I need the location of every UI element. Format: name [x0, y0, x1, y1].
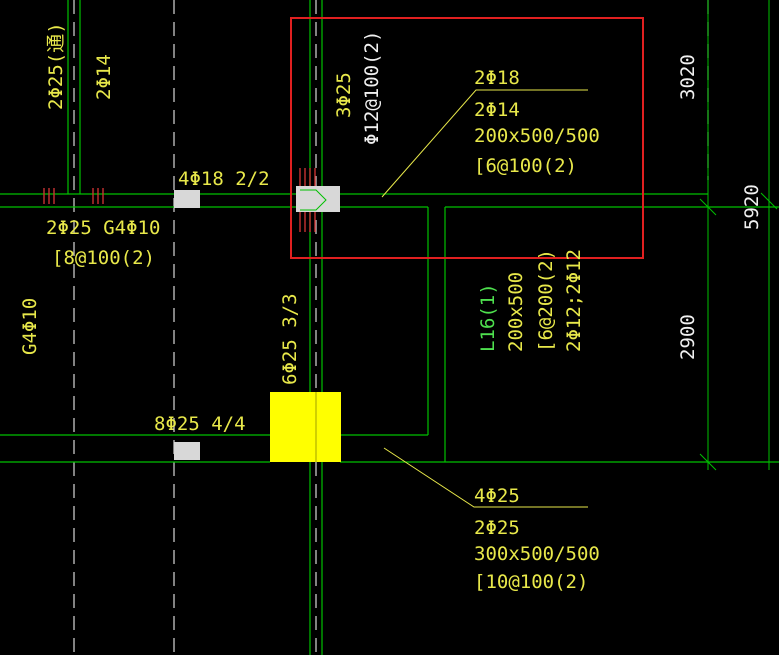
beam-ur-line3: [6@100(2): [474, 155, 577, 177]
dimension-3020: 3020: [677, 54, 699, 100]
l16-stirrup: [6@200(2): [535, 249, 557, 352]
column-yellow: [270, 392, 341, 462]
beam-bottom-line2: 300x500/500: [474, 543, 600, 565]
left-edge-label: G4Φ10: [19, 298, 41, 355]
axis-lines: [73, 0, 709, 655]
beam-bottom-line1: 2Φ25: [474, 517, 520, 539]
l16-name: L16(1): [477, 283, 499, 352]
highlight-box[interactable]: [290, 17, 644, 259]
top-left-label-b: 2Φ14: [93, 54, 115, 100]
column-vertical-stirrup: Φ12@100(2): [361, 31, 383, 145]
beam-ur-line2: 200x500/500: [474, 125, 600, 147]
top-left-label-a: 2Φ25(通): [45, 22, 67, 110]
beam-top-left-line2: [8@100(2): [52, 247, 155, 269]
l16-size: 200x500: [505, 272, 527, 352]
bend-mark: [300, 189, 327, 211]
beam-top-left-line1: 2Φ25 G4Φ10: [46, 217, 160, 239]
beam-bottom-top: 4Φ25: [474, 485, 520, 507]
support-block: [174, 190, 200, 208]
dimension-lines: [690, 0, 779, 471]
column-vertical-bars: 3Φ25: [333, 72, 355, 118]
column-lower-reinf: 6Φ25 3/3: [279, 293, 301, 385]
beam-ur-top: 2Φ18: [474, 67, 520, 89]
leader-lines: [381, 89, 588, 508]
beam-bottom-reinf-left: 8Φ25 4/4: [154, 413, 246, 435]
support-block: [174, 442, 200, 460]
dimension-2900: 2900: [677, 314, 699, 360]
beam-ur-line1: 2Φ14: [474, 99, 520, 121]
l16-bars: 2Φ12;2Φ12: [563, 249, 585, 352]
beam-reinf-label: 4Φ18 2/2: [178, 168, 270, 190]
beam-bottom-line3: [10@100(2): [474, 571, 588, 593]
dimension-5920: 5920: [741, 184, 763, 230]
